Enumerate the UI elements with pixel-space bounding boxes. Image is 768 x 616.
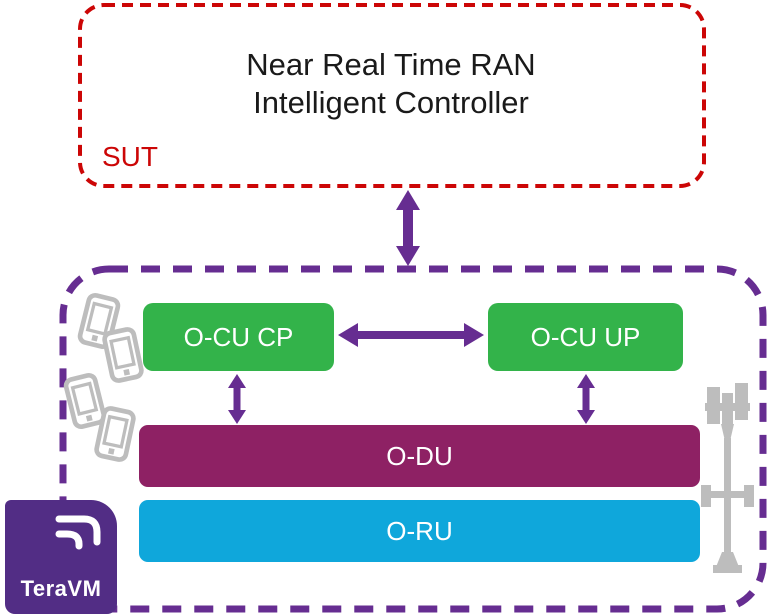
sut-label: SUT xyxy=(102,141,158,172)
sut-box-border xyxy=(78,3,706,188)
ric-title-line2: Intelligent Controller xyxy=(253,85,529,120)
ric-title: Near Real Time RAN Intelligent Controlle… xyxy=(78,46,704,122)
node-ocu-cp-label: O-CU CP xyxy=(183,321,294,352)
ocuup-odu-arrow xyxy=(577,374,595,424)
node-odu-label: O-DU xyxy=(386,440,453,471)
ocucp-odu-arrow xyxy=(228,374,246,424)
smartphone-icon xyxy=(102,327,144,383)
cell-tower-icon xyxy=(701,383,754,573)
node-oru-label: O-RU xyxy=(386,515,453,546)
node-ocu-cp: O-CU CP xyxy=(143,303,334,371)
node-ocu-up-label: O-CU UP xyxy=(530,321,641,352)
ric-title-line1: Near Real Time RAN xyxy=(246,47,536,82)
node-oru: O-RU xyxy=(139,500,700,562)
node-ocu-up: O-CU UP xyxy=(488,303,683,371)
smartphone-icon xyxy=(63,372,107,430)
ric-environment-arrow xyxy=(396,190,420,266)
teravm-environment-border xyxy=(59,265,767,613)
smartphone-icon xyxy=(94,406,136,462)
teravm-badge: TeraVM xyxy=(5,500,117,614)
ocucp-ocuup-arrow xyxy=(338,323,484,347)
node-odu: O-DU xyxy=(139,425,700,487)
teravm-label: TeraVM xyxy=(20,576,102,601)
teravm-swoosh-logo-icon xyxy=(55,515,101,550)
